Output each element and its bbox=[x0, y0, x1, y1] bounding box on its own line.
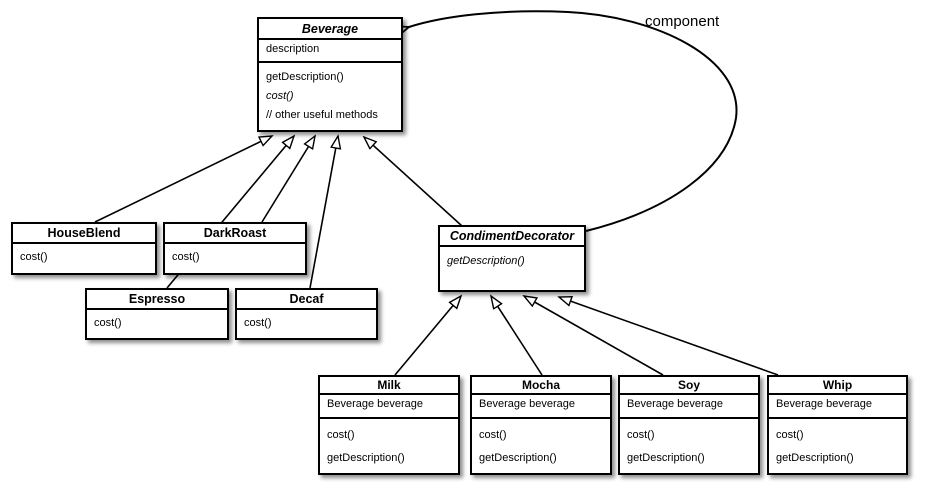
component-association-label: component bbox=[645, 13, 720, 30]
method-cost: cost() bbox=[94, 317, 122, 329]
inheritance-arrow-whip-condimentdecorator bbox=[559, 297, 779, 376]
attribute-beverage: Beverage beverage bbox=[479, 398, 576, 410]
class-title-soy: Soy bbox=[620, 377, 758, 395]
inheritance-arrow-soy-condimentdecorator bbox=[524, 296, 664, 376]
class-title-whip: Whip bbox=[769, 377, 906, 395]
method-getdescription: getDescription() bbox=[327, 452, 405, 464]
class-attributes-milk: Beverage beverage bbox=[320, 395, 458, 419]
class-box-decaf: Decaf cost() bbox=[235, 288, 378, 340]
method-cost: cost() bbox=[327, 429, 355, 441]
class-box-espresso: Espresso cost() bbox=[85, 288, 229, 340]
class-title-darkroast: DarkRoast bbox=[165, 224, 305, 244]
class-methods-darkroast: cost() bbox=[165, 244, 305, 273]
class-title-milk: Milk bbox=[320, 377, 458, 395]
method-cost: cost() bbox=[20, 251, 48, 263]
class-methods-decaf: cost() bbox=[237, 310, 376, 338]
class-box-condimentdecorator: CondimentDecorator getDescription() bbox=[438, 225, 586, 292]
class-title-condimentdecorator: CondimentDecorator bbox=[440, 227, 584, 247]
class-box-beverage: Beverage description getDescription() co… bbox=[257, 17, 403, 132]
class-methods-espresso: cost() bbox=[87, 310, 227, 338]
class-box-milk: Milk Beverage beverage cost() getDescrip… bbox=[318, 375, 460, 475]
method-cost: cost() bbox=[172, 251, 200, 263]
component-association-arrow bbox=[409, 10, 738, 232]
class-box-mocha: Mocha Beverage beverage cost() getDescri… bbox=[470, 375, 612, 475]
class-title-beverage: Beverage bbox=[259, 19, 401, 40]
method-getdescription: getDescription() bbox=[776, 452, 854, 464]
inheritance-arrow-milk-condimentdecorator bbox=[394, 296, 461, 376]
class-title-mocha: Mocha bbox=[472, 377, 610, 395]
class-methods-milk: cost() getDescription() bbox=[320, 419, 458, 473]
class-box-soy: Soy Beverage beverage cost() getDescript… bbox=[618, 375, 760, 475]
class-title-decaf: Decaf bbox=[237, 290, 376, 310]
attribute-beverage: Beverage beverage bbox=[776, 398, 873, 410]
class-methods-condimentdecorator: getDescription() bbox=[440, 247, 584, 290]
class-attributes-whip: Beverage beverage bbox=[769, 395, 906, 419]
inheritance-arrow-houseblend-beverage bbox=[94, 136, 272, 223]
class-attributes-soy: Beverage beverage bbox=[620, 395, 758, 419]
class-methods-mocha: cost() getDescription() bbox=[472, 419, 610, 473]
method-getdescription: getDescription() bbox=[627, 452, 705, 464]
class-attributes-mocha: Beverage beverage bbox=[472, 395, 610, 419]
inheritance-arrow-mocha-condimentdecorator bbox=[491, 296, 543, 376]
class-box-darkroast: DarkRoast cost() bbox=[163, 222, 307, 275]
method-getdescription: getDescription() bbox=[266, 71, 344, 83]
class-title-espresso: Espresso bbox=[87, 290, 227, 310]
class-methods-soy: cost() getDescription() bbox=[620, 419, 758, 473]
inheritance-arrow-darkroast-beverage bbox=[261, 136, 315, 223]
comment-other-useful-methods: // other useful methods bbox=[266, 109, 378, 121]
class-box-houseblend: HouseBlend cost() bbox=[11, 222, 157, 275]
method-cost: cost() bbox=[266, 90, 294, 102]
method-getdescription: getDescription() bbox=[447, 255, 525, 267]
attribute-beverage: Beverage beverage bbox=[327, 398, 424, 410]
attribute-description: description bbox=[266, 43, 320, 55]
attribute-beverage: Beverage beverage bbox=[627, 398, 724, 410]
method-cost: cost() bbox=[244, 317, 272, 329]
method-getdescription: getDescription() bbox=[479, 452, 557, 464]
class-methods-houseblend: cost() bbox=[13, 244, 155, 273]
class-attributes-beverage: description bbox=[259, 40, 401, 63]
class-methods-beverage: getDescription() cost() // other useful … bbox=[259, 63, 401, 130]
method-cost: cost() bbox=[627, 429, 655, 441]
method-cost: cost() bbox=[776, 429, 804, 441]
inheritance-arrow-condimentdecorator-beverage bbox=[364, 137, 463, 227]
class-box-whip: Whip Beverage beverage cost() getDescrip… bbox=[767, 375, 908, 475]
inheritance-arrow-decaf-beverage bbox=[309, 136, 338, 289]
class-methods-whip: cost() getDescription() bbox=[769, 419, 906, 473]
class-title-houseblend: HouseBlend bbox=[13, 224, 155, 244]
method-cost: cost() bbox=[479, 429, 507, 441]
